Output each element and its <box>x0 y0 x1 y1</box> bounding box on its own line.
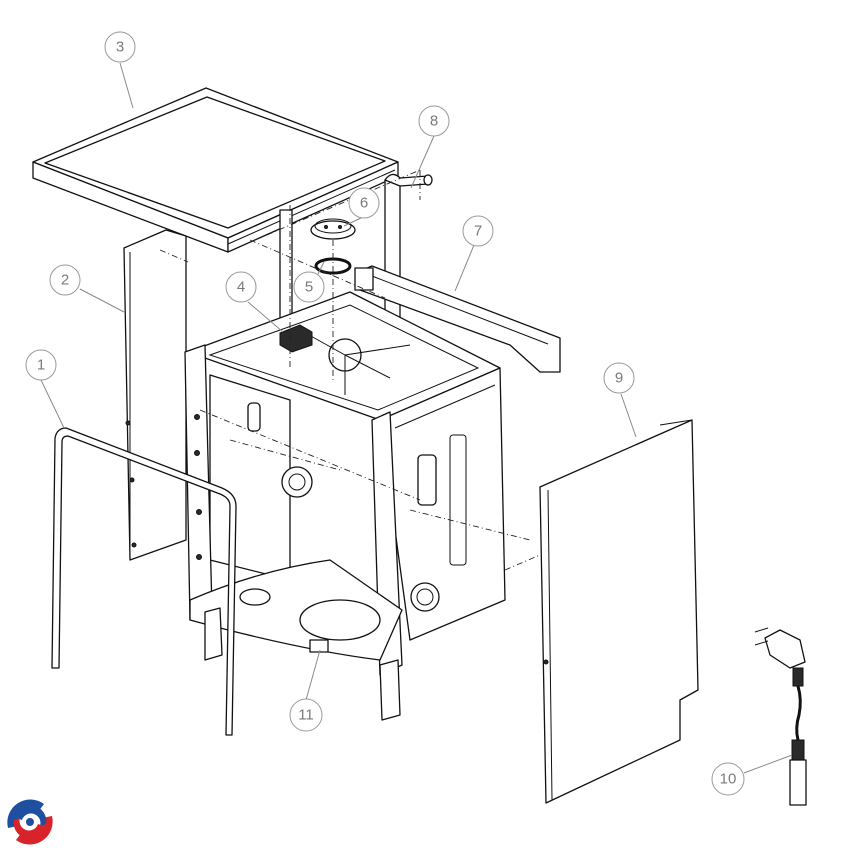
svg-text:1: 1 <box>37 357 45 374</box>
part-filter-cap <box>310 218 356 240</box>
svg-text:8: 8 <box>430 113 438 130</box>
part-worktop-panel <box>32 87 399 253</box>
part-connector-block <box>279 324 313 353</box>
svg-text:5: 5 <box>305 279 313 296</box>
part-right-side-panel <box>539 419 699 804</box>
callout-5: 5 <box>293 271 325 303</box>
callout-3: 3 <box>104 31 136 63</box>
svg-text:11: 11 <box>298 707 314 724</box>
part-rear-trim <box>354 265 561 373</box>
brand-logo-icon <box>5 797 55 847</box>
callout-10: 10 <box>711 762 745 796</box>
part-bottom-connector <box>309 639 329 653</box>
construction-lines <box>159 169 541 571</box>
svg-text:7: 7 <box>474 223 482 240</box>
callout-7: 7 <box>462 215 494 247</box>
svg-text:4: 4 <box>237 279 245 296</box>
callout-2: 2 <box>49 264 81 296</box>
part-cabinet-tub <box>184 291 506 721</box>
svg-text:2: 2 <box>61 272 69 289</box>
part-power-cord <box>754 627 807 806</box>
part-door-gasket <box>51 427 237 736</box>
svg-text:10: 10 <box>720 771 737 788</box>
callout-11: 11 <box>289 698 323 732</box>
svg-text:3: 3 <box>116 39 124 56</box>
callout-leaders <box>40 62 793 774</box>
part-left-side-panel <box>123 229 187 561</box>
callout-1: 1 <box>25 349 57 381</box>
callout-9: 9 <box>603 362 635 394</box>
callout-8: 8 <box>418 105 450 137</box>
svg-text:6: 6 <box>360 195 368 212</box>
callout-6: 6 <box>348 187 380 219</box>
svg-text:9: 9 <box>615 370 623 387</box>
callout-4: 4 <box>225 271 257 303</box>
